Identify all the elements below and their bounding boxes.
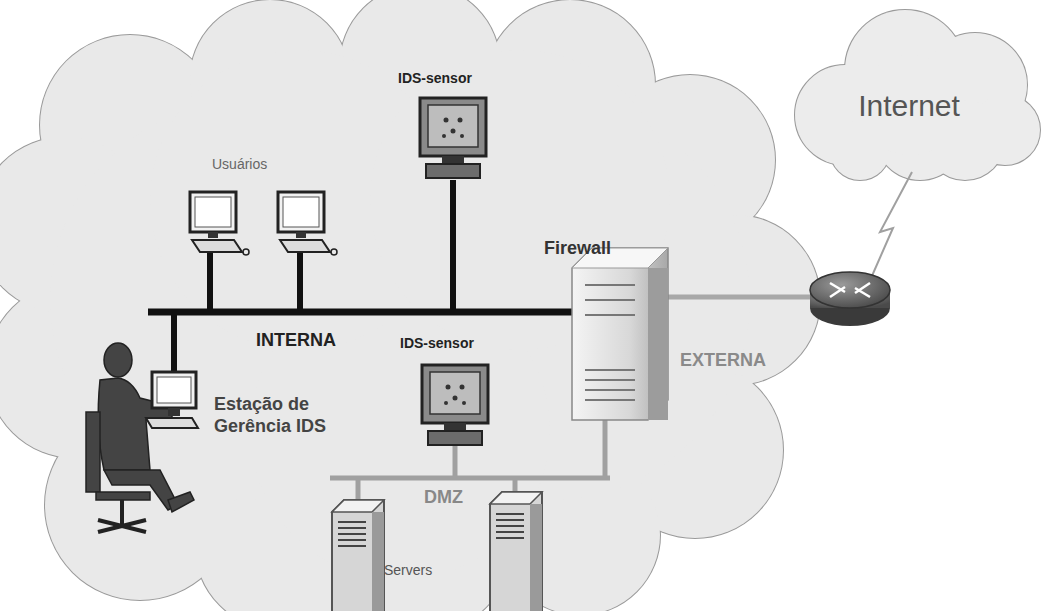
network-label: INTERNA — [256, 330, 336, 351]
node-label: IDS-sensor — [400, 335, 474, 352]
network-label: EXTERNA — [680, 350, 766, 371]
firewall: Firewall — [544, 238, 611, 260]
node-label: Estação de Gerência IDS — [214, 394, 354, 437]
internet-cloud: Internet — [845, 88, 973, 124]
network-label: Servers — [384, 562, 432, 578]
node-label: IDS-sensor — [398, 70, 472, 87]
node-label: Internet — [845, 88, 973, 124]
network-label: Usuários — [212, 156, 267, 172]
ids-sensor: IDS-sensor — [398, 70, 472, 87]
ids-sensor: IDS-sensor — [400, 335, 474, 352]
management-station: Estação de Gerência IDS — [214, 394, 354, 437]
node-label: Firewall — [544, 238, 611, 260]
network-label: DMZ — [424, 487, 463, 508]
